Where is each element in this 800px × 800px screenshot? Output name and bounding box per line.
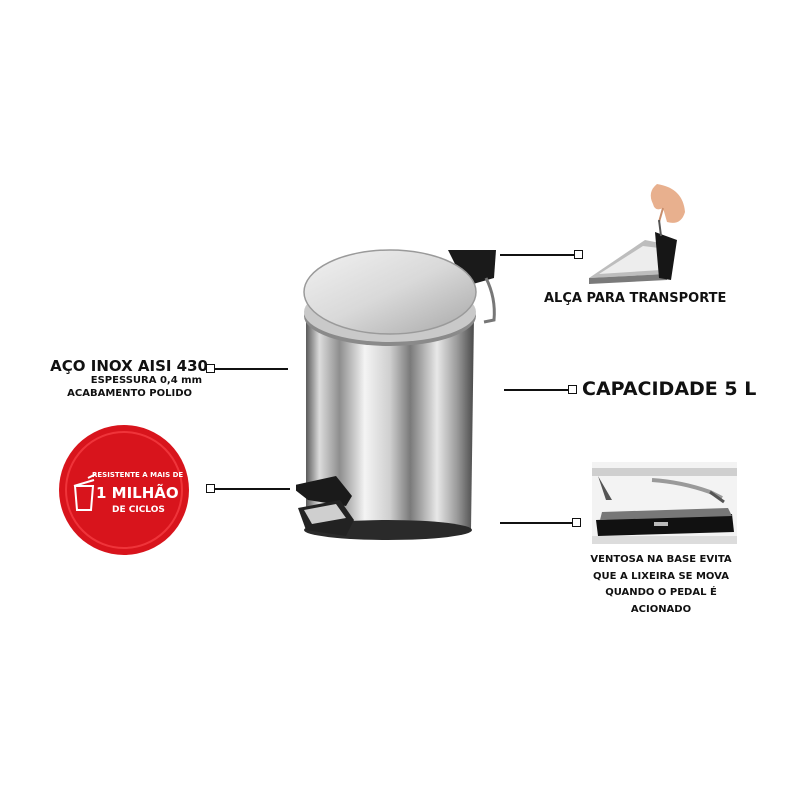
handle-connector-line (500, 254, 574, 256)
bin-outline-icon (73, 473, 97, 511)
base-line-3: QUANDO O PEDAL É (605, 587, 717, 598)
suction-base-icon (592, 462, 737, 544)
hand-lifting-lid-icon (589, 184, 685, 284)
badge-bottom-text: DE CICLOS (112, 505, 165, 515)
badge-circle (59, 425, 189, 555)
handle-connector-cap (574, 250, 583, 259)
base-connector-cap (572, 518, 581, 527)
badge-top-text: RESISTENTE A MAIS DE (92, 471, 184, 479)
base-description: VENTOSA NA BASE EVITA QUE A LIXEIRA SE M… (586, 552, 736, 618)
capacity-connector-cap (568, 385, 577, 394)
cycles-badge: RESISTENTE A MAIS DE 1 MILHÃO DE CICLOS (58, 424, 190, 556)
material-title: AÇO INOX AISI 430 (50, 357, 208, 375)
base-line-1: VENTOSA NA BASE EVITA (590, 554, 732, 565)
pedal-connector-line (214, 488, 290, 490)
pedal-trash-bin-icon (296, 249, 496, 540)
material-thickness: ESPESSURA 0,4 mm (90, 375, 202, 386)
capacity-connector-line (504, 389, 570, 391)
base-line-2: QUE A LIXEIRA SE MOVA (593, 570, 729, 582)
material-finish: ACABAMENTO POLIDO (67, 388, 192, 399)
base-connector-line (500, 522, 572, 524)
capacity-label: CAPACIDADE 5 L (582, 378, 757, 400)
handle-label: ALÇA PARA TRANSPORTE (544, 291, 727, 306)
badge-main-text: 1 MILHÃO (96, 484, 179, 502)
base-line-4: ACIONADO (630, 603, 692, 615)
material-connector-line (214, 368, 288, 370)
